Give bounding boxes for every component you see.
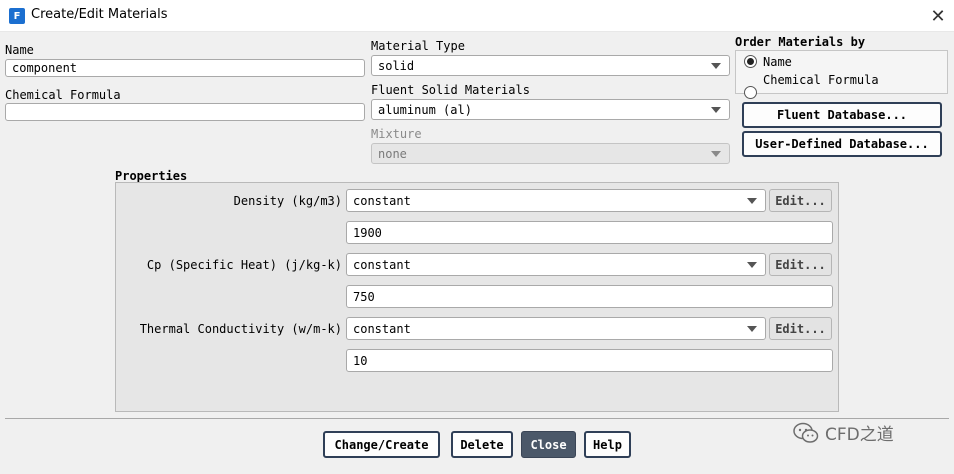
chevron-down-icon: [711, 150, 721, 157]
mixture-value: none: [378, 146, 407, 161]
help-button[interactable]: Help: [584, 431, 631, 458]
name-input[interactable]: component: [5, 59, 365, 77]
chevron-down-icon: [711, 106, 721, 113]
fluent-solid-materials-value: aluminum (al): [378, 102, 472, 117]
close-window-icon[interactable]: ✕: [930, 5, 946, 27]
chevron-down-icon: [747, 197, 757, 204]
user-defined-database-button[interactable]: User-Defined Database...: [742, 131, 942, 157]
fluent-solid-materials-dropdown[interactable]: aluminum (al): [371, 99, 730, 120]
delete-button[interactable]: Delete: [451, 431, 513, 458]
density-method-dropdown[interactable]: constant: [346, 189, 766, 212]
thermal-conductivity-edit-button: Edit...: [769, 317, 832, 340]
thermal-conductivity-value-input[interactable]: 10: [346, 349, 833, 372]
specific-heat-label: Cp (Specific Heat) (j/kg-k): [146, 258, 342, 272]
watermark: CFD之道: [793, 420, 894, 445]
order-materials-by-label: Order Materials by: [735, 35, 866, 49]
material-type-dropdown[interactable]: solid: [371, 55, 730, 76]
chevron-down-icon: [747, 325, 757, 332]
chemical-formula-input[interactable]: [5, 103, 365, 121]
name-label: Name: [5, 43, 34, 57]
title-bar: [0, 0, 954, 32]
fluent-database-button[interactable]: Fluent Database...: [742, 102, 942, 128]
fluent-app-icon: F: [9, 8, 25, 24]
fluent-solid-materials-label: Fluent Solid Materials: [371, 83, 530, 97]
watermark-text: CFD之道: [825, 425, 894, 445]
density-label: Density (kg/m3): [233, 194, 342, 208]
footer-separator: [5, 418, 949, 419]
density-edit-button: Edit...: [769, 189, 832, 212]
order-by-formula-radio[interactable]: [744, 86, 757, 99]
properties-title: Properties: [115, 169, 188, 183]
close-button[interactable]: Close: [521, 431, 576, 458]
thermal-conductivity-method-value: constant: [353, 321, 411, 336]
mixture-label: Mixture: [371, 127, 422, 141]
order-by-name-label: Name: [763, 55, 792, 69]
chevron-down-icon: [747, 261, 757, 268]
order-materials-group: [735, 50, 948, 94]
specific-heat-method-value: constant: [353, 257, 411, 272]
order-by-formula-label: Chemical Formula: [763, 73, 879, 87]
mixture-dropdown: none: [371, 143, 730, 164]
change-create-button[interactable]: Change/Create: [323, 431, 440, 458]
material-type-value: solid: [378, 58, 415, 73]
specific-heat-value-input[interactable]: 750: [346, 285, 833, 308]
order-by-name-radio[interactable]: [744, 55, 757, 68]
thermal-conductivity-method-dropdown[interactable]: constant: [346, 317, 766, 340]
density-value-input[interactable]: 1900: [346, 221, 833, 244]
wechat-icon: [793, 422, 819, 443]
specific-heat-edit-button: Edit...: [769, 253, 832, 276]
chemical-formula-label: Chemical Formula: [5, 88, 121, 102]
material-type-label: Material Type: [371, 39, 465, 53]
thermal-conductivity-label: Thermal Conductivity (w/m-k): [139, 322, 342, 336]
density-method-value: constant: [353, 193, 411, 208]
window-title: Create/Edit Materials: [31, 7, 168, 22]
chevron-down-icon: [711, 62, 721, 69]
specific-heat-method-dropdown[interactable]: constant: [346, 253, 766, 276]
